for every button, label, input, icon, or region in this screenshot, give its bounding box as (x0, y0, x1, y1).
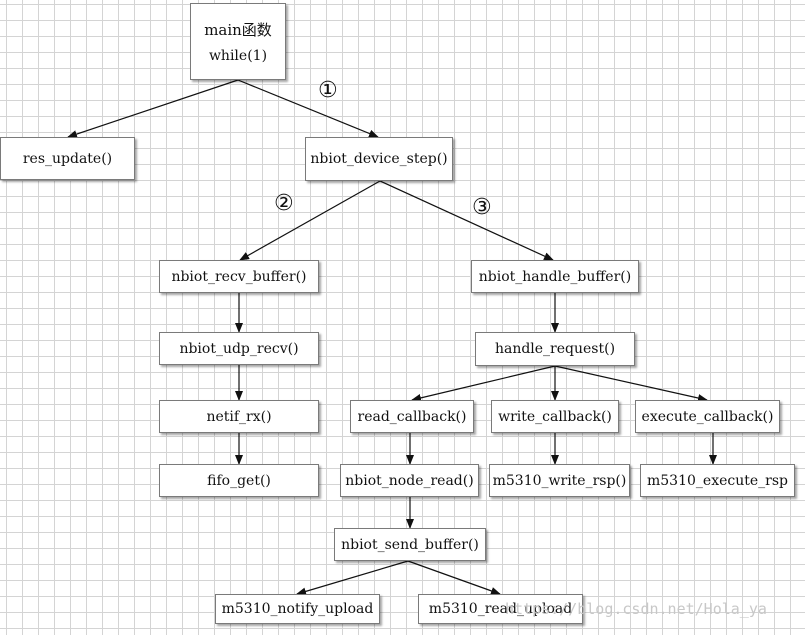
m5310-read-upload-box: m5310_read_upload (418, 594, 583, 624)
edge-send-buffer-to-read-upload (407, 560, 501, 595)
main-function-box: main函数 while(1) (190, 3, 286, 80)
edge-device-step-to-handle-buffer (379, 180, 554, 261)
m5310-write-rsp-box: m5310_write_rsp() (489, 464, 630, 497)
m5310-execute-rsp-box: m5310_execute_rsp (640, 464, 795, 497)
main-loop-label: while(1) (208, 48, 268, 64)
nbiot-recv-buffer-box: nbiot_recv_buffer() (159, 260, 319, 293)
step-marker-2: ② (274, 191, 294, 216)
handle-request-box: handle_request() (475, 332, 635, 366)
edge-main-to-res-update (67, 79, 239, 138)
edge-device-step-to-recv-buffer (239, 180, 381, 261)
nbiot-send-buffer-box: nbiot_send_buffer() (334, 528, 486, 561)
write-callback-box: write_callback() (491, 400, 619, 433)
fifo-get-box: fifo_get() (159, 464, 319, 497)
read-callback-box: read_callback() (350, 400, 474, 433)
main-function-title: main函数 (204, 21, 272, 39)
step-marker-1: ① (318, 78, 338, 103)
edge-handle-request-to-execute-callback (554, 365, 708, 402)
nbiot-device-step-box: nbiot_device_step() (305, 137, 453, 181)
watermark-url: https://blog.csdn.net/Hola_ya (505, 600, 767, 618)
step-marker-3: ③ (472, 195, 492, 220)
nbiot-node-read-box: nbiot_node_read() (340, 464, 479, 497)
edge-send-buffer-to-notify-upload (296, 560, 409, 596)
nbiot-udp-recv-box: nbiot_udp_recv() (159, 332, 319, 365)
edge-handle-request-to-read-callback (411, 365, 556, 402)
nbiot-handle-buffer-box: nbiot_handle_buffer() (471, 260, 639, 293)
edge-main-to-device-step (237, 79, 379, 138)
execute-callback-box: execute_callback() (635, 400, 780, 433)
m5310-notify-upload-box: m5310_notify_upload (215, 594, 380, 624)
res-update-box: res_update() (0, 137, 135, 180)
netif-rx-box: netif_rx() (159, 400, 319, 433)
